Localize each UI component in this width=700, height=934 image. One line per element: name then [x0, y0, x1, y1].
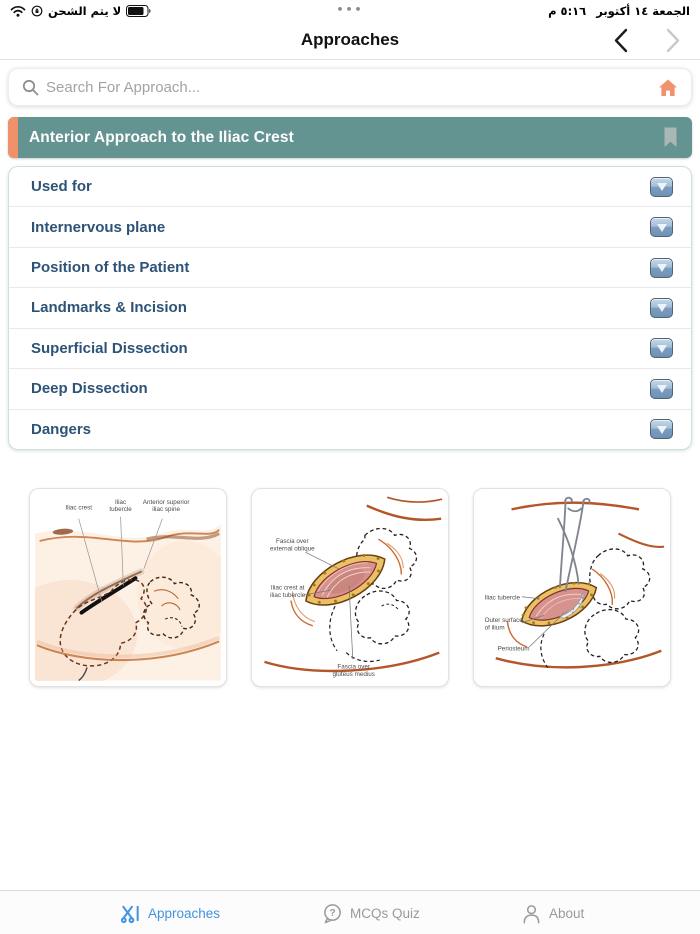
expand-button[interactable] — [650, 257, 673, 278]
figure-superficial-dissection-thumbnail[interactable]: Fascia over external oblique Iliac crest… — [251, 488, 449, 687]
scalpel-scissors-icon — [120, 903, 141, 924]
nav-bar: Approaches — [0, 21, 700, 60]
status-bar: لا يتم الشحن ••• ٥:١٦ م الجمعة ١٤ أكتوبر — [0, 0, 700, 21]
search-icon — [22, 79, 39, 96]
down-triangle-icon — [656, 425, 667, 434]
approach-accent-bar — [8, 117, 18, 158]
section-row-deep-dissection[interactable]: Deep Dissection — [9, 368, 691, 408]
section-row-internervous-plane[interactable]: Internervous plane — [9, 206, 691, 246]
status-time: ٥:١٦ م — [548, 3, 587, 18]
status-center-dots: ••• — [336, 3, 364, 16]
figure-label: gluteus medius — [332, 671, 374, 678]
figure-label: Outer surface — [485, 617, 524, 624]
section-row-dangers[interactable]: Dangers — [9, 408, 691, 449]
status-left-group: لا يتم الشحن — [10, 4, 152, 18]
expand-button[interactable] — [650, 176, 673, 197]
rotation-lock-icon — [31, 5, 43, 17]
figure-label: Iliac — [115, 499, 126, 506]
search-input[interactable] — [46, 78, 651, 96]
person-icon — [521, 903, 542, 924]
status-date: الجمعة ١٤ أكتوبر — [596, 3, 690, 18]
down-triangle-icon — [656, 304, 667, 313]
sections-card: Used for Internervous plane Position of … — [8, 166, 692, 450]
approach-header[interactable]: Anterior Approach to the Iliac Crest — [8, 117, 692, 158]
tab-approaches[interactable]: Approaches — [120, 891, 220, 934]
search-bar — [8, 68, 692, 106]
down-triangle-icon — [656, 385, 667, 394]
expand-button[interactable] — [650, 338, 673, 359]
expand-button[interactable] — [650, 297, 673, 318]
page-title: Approaches — [300, 30, 400, 49]
figure-landmarks-thumbnail[interactable]: Iliac crest Iliac tubercle Anterior supe… — [3, 488, 235, 688]
section-row-landmarks-incision[interactable]: Landmarks & Incision — [9, 287, 691, 327]
section-label: Superficial Dissection — [31, 339, 188, 357]
back-chevron-icon[interactable] — [612, 27, 630, 54]
tab-label: MCQs Quiz — [350, 905, 420, 921]
section-row-position-of-patient[interactable]: Position of the Patient — [9, 246, 691, 287]
home-icon[interactable] — [658, 78, 678, 97]
approach-title: Anterior Approach to the Iliac Crest — [29, 128, 294, 146]
section-label: Deep Dissection — [31, 380, 148, 398]
figure-label: of ilium — [485, 624, 505, 631]
bookmark-icon[interactable] — [663, 127, 678, 148]
section-label: Position of the Patient — [31, 259, 190, 277]
figure-label: Periosteum — [498, 646, 530, 653]
question-bubble-icon: ? — [322, 903, 343, 924]
figure-label: Fascia over — [276, 538, 309, 545]
figure-deep-dissection-thumbnail[interactable]: Iliac tubercle Outer surface of ilium Pe… — [473, 488, 671, 687]
tab-label: About — [549, 905, 585, 921]
figure-label: iliac spine — [152, 506, 180, 513]
section-label: Dangers — [31, 420, 92, 438]
figure-label: Fascia over — [337, 663, 370, 670]
figure-label: Iliac tubercle — [485, 595, 521, 602]
tab-mcqs-quiz[interactable]: ? MCQs Quiz — [322, 891, 420, 934]
svg-text:?: ? — [329, 908, 335, 919]
wifi-icon — [10, 5, 26, 17]
expand-button[interactable] — [650, 419, 673, 440]
figure-label: Iliac crest at — [271, 584, 305, 591]
status-right-group: ٥:١٦ م الجمعة ١٤ أكتوبر — [548, 4, 690, 18]
battery-status-text: لا يتم الشحن — [48, 3, 122, 18]
forward-chevron-icon[interactable] — [664, 27, 682, 54]
section-row-superficial-dissection[interactable]: Superficial Dissection — [9, 327, 691, 368]
section-label: Internervous plane — [31, 218, 166, 236]
figure-label: external oblique — [270, 545, 315, 552]
expand-button[interactable] — [650, 378, 673, 399]
section-label: Landmarks & Incision — [31, 299, 187, 317]
down-triangle-icon — [656, 183, 667, 192]
tab-label: Approaches — [148, 905, 221, 921]
figure-label: Iliac crest — [65, 504, 92, 511]
down-triangle-icon — [656, 264, 667, 273]
section-row-used-for[interactable]: Used for — [9, 167, 691, 206]
tab-bar: Approaches ? MCQs Quiz About — [0, 890, 700, 934]
down-triangle-icon — [656, 344, 667, 353]
figure-label: Anterior superior — [143, 499, 190, 506]
expand-button[interactable] — [650, 217, 673, 238]
tab-about[interactable]: About — [521, 891, 584, 934]
battery-icon — [126, 4, 152, 17]
figure-label: tubercle — [109, 506, 132, 513]
figure-label: iliac tubercle — [270, 592, 306, 599]
down-triangle-icon — [656, 223, 667, 232]
section-label: Used for — [31, 178, 92, 196]
